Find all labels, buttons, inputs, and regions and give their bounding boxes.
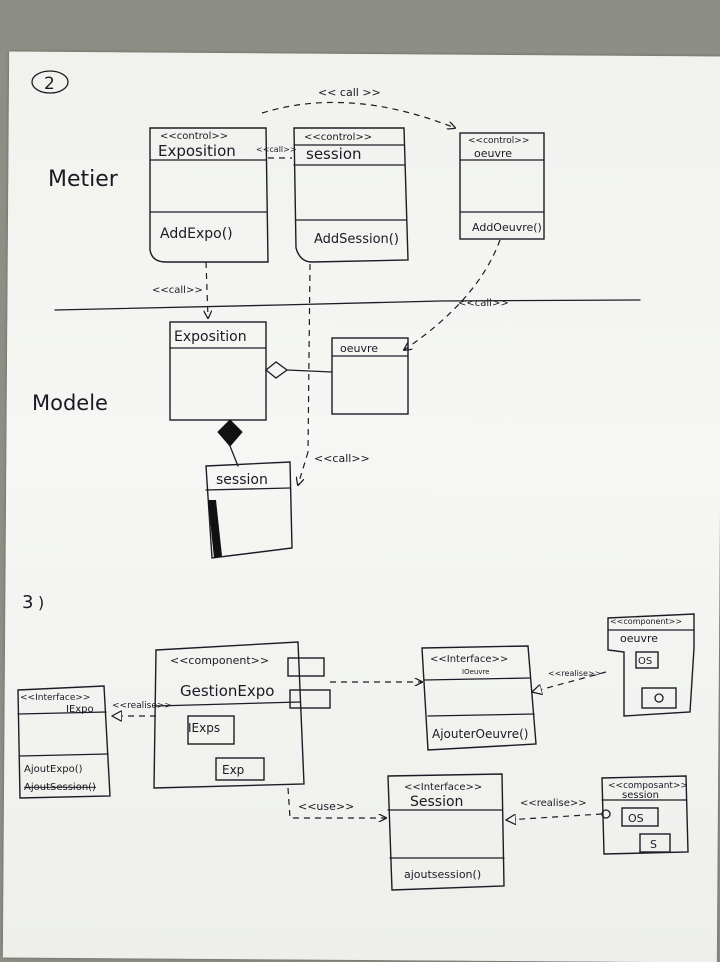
component-session-inner-1: OS xyxy=(628,812,644,825)
realise-left-label: <<realise>> xyxy=(112,701,172,711)
realise-oeuvre-line xyxy=(532,671,607,692)
section-number: 2 xyxy=(44,74,55,94)
call-label-session-down: <<call>> xyxy=(314,452,370,465)
interface-session-name: Session xyxy=(410,794,463,810)
control-session-op: AddSession() xyxy=(314,232,399,247)
section-number-circle xyxy=(31,70,69,94)
control-oeuvre-op: AddOeuvre() xyxy=(472,221,542,234)
interface-iexpo-op2: AjoutSession() xyxy=(24,782,96,793)
interface-session: <<Interface>> Session ajoutsession() xyxy=(387,773,505,891)
aggregation-line xyxy=(286,369,333,373)
component-session-name: session xyxy=(622,790,659,801)
call-label-expo-down: <<call>> xyxy=(152,285,203,296)
component-gestion-inner-1: IExps xyxy=(188,721,220,735)
control-oeuvre-name: oeuvre xyxy=(474,147,512,160)
component-oeuvre-stereotype: <<component>> xyxy=(610,617,682,626)
control-exposition-name: Exposition xyxy=(158,142,236,160)
interface-session-stereotype: <<Interface>> xyxy=(404,782,482,793)
call-session-arrow xyxy=(298,451,309,485)
layer-label-modele: Modele xyxy=(32,391,108,415)
interface-iexpo: <<Interface>> IExpo AjoutExpo() AjoutSes… xyxy=(17,685,111,799)
section-3: 3 ) <<component>> GestionExpo IExps Exp … xyxy=(17,592,695,891)
interface-ioeuvre-stereotype: <<Interface>> xyxy=(430,654,508,665)
model-exposition-name: Exposition xyxy=(174,329,247,345)
component-gestion-name: GestionExpo xyxy=(180,682,274,700)
model-class-session: session xyxy=(205,461,293,559)
control-class-exposition: <<control>> Exposition AddExpo() xyxy=(149,127,269,263)
use-label: <<use>> xyxy=(298,800,354,813)
call-expo-down xyxy=(206,261,208,318)
realise-oeuvre-label: <<realise>> xyxy=(548,669,601,678)
call-session-down xyxy=(307,263,311,453)
interface-ioeuvre-name: IOeuvre xyxy=(462,668,490,676)
model-class-exposition: Exposition xyxy=(169,321,267,421)
section-number-3-paren: ) xyxy=(38,593,44,612)
control-session-stereotype: <<control>> xyxy=(304,132,372,143)
call-oeuvre-down xyxy=(404,239,501,350)
control-class-session: <<control>> session AddSession() xyxy=(293,127,409,263)
model-oeuvre-name: oeuvre xyxy=(340,342,378,355)
call-label-expo-session: <<call>> xyxy=(256,145,297,154)
aggregation-diamond xyxy=(264,361,289,379)
component-oeuvre-inner: OS xyxy=(638,656,652,667)
call-label-oeuvre-down: <<call>> xyxy=(458,298,509,309)
session-shadow-edge xyxy=(208,500,222,558)
component-session: <<composant>> session OS S xyxy=(601,775,689,855)
section-number-3: 3 xyxy=(22,592,33,613)
model-session-name: session xyxy=(216,472,268,488)
model-class-oeuvre: oeuvre xyxy=(331,337,409,415)
layer-label-metier: Metier xyxy=(48,167,119,192)
interface-ioeuvre: <<Interface>> IOeuvre AjouterOeuvre() xyxy=(421,645,537,751)
realise-session-label: <<realise>> xyxy=(520,798,587,809)
call-arc-top xyxy=(261,101,455,128)
realise-session-line xyxy=(506,813,603,820)
composition-diamond xyxy=(217,419,243,447)
call-label-top: << call >> xyxy=(318,86,381,99)
interface-iexpo-stereotype: <<Interface>> xyxy=(20,693,90,703)
component-gestion-stereotype: <<component>> xyxy=(170,654,269,667)
control-exposition-op: AddExpo() xyxy=(160,226,233,242)
section-2: 2 Metier Modele << call >> <<control>> E… xyxy=(31,70,641,559)
interface-session-op: ajoutsession() xyxy=(404,868,481,881)
layer-divider xyxy=(54,299,641,311)
component-gestion-expo: <<component>> GestionExpo IExps Exp xyxy=(153,641,331,789)
component-session-stereotype: <<composant>> xyxy=(608,781,688,791)
component-session-inner-2: S xyxy=(650,838,657,851)
control-oeuvre-stereotype: <<control>> xyxy=(468,136,529,146)
composition-line xyxy=(229,445,239,467)
component-oeuvre-name: oeuvre xyxy=(620,632,658,645)
control-session-name: session xyxy=(306,145,362,163)
control-exposition-stereotype: <<control>> xyxy=(160,131,228,142)
interface-ioeuvre-op: AjouterOeuvre() xyxy=(432,727,528,741)
control-class-oeuvre: <<control>> oeuvre AddOeuvre() xyxy=(459,132,545,240)
component-gestion-inner-2: Exp xyxy=(222,763,244,777)
interface-iexpo-name: IExpo xyxy=(66,704,94,715)
interface-iexpo-op1: AjoutExpo() xyxy=(24,764,83,775)
component-oeuvre: <<component>> oeuvre OS xyxy=(607,613,695,717)
